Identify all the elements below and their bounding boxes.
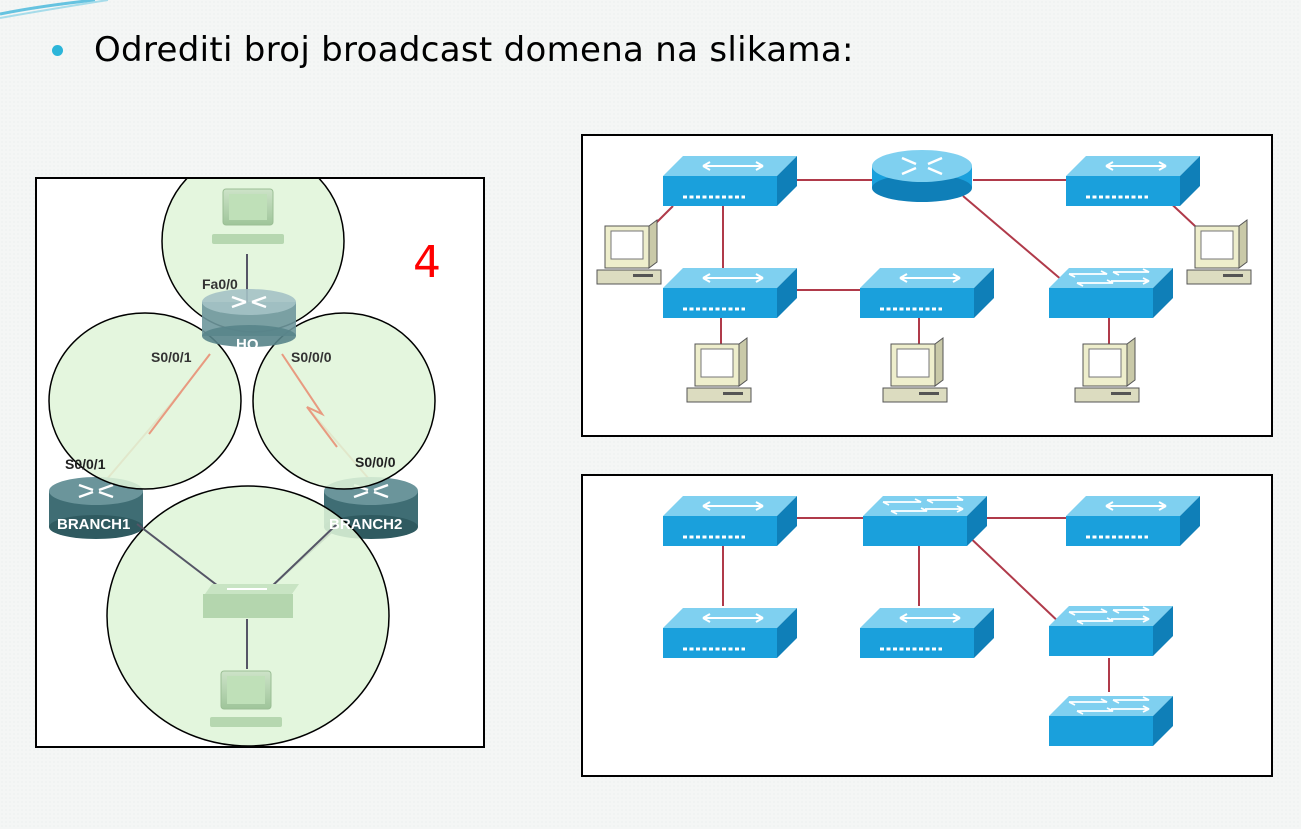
bullet-icon xyxy=(52,44,63,56)
lan-switch-icon xyxy=(203,584,299,618)
fa00-label: Fa0/0 xyxy=(202,276,238,292)
left-network-diagram: Fa0/0 HQ S0/0/1 S0/0/0 S0/0/1 S0/0/0 BRA… xyxy=(35,177,485,748)
switch-icon xyxy=(661,266,799,320)
hq-pc-icon xyxy=(212,188,284,244)
pc-icon xyxy=(596,219,662,285)
multilayer-switch-icon xyxy=(1048,267,1174,319)
right-top-network-diagram xyxy=(581,134,1273,437)
branch2-s000-label: S0/0/0 xyxy=(355,454,396,470)
hq-s001-label: S0/0/1 xyxy=(151,349,192,365)
branch2-label: BRANCH2 xyxy=(329,516,402,533)
pc-icon xyxy=(1186,219,1252,285)
switch-icon xyxy=(661,154,799,208)
branch1-router-icon xyxy=(49,477,143,539)
switch-icon xyxy=(661,494,799,548)
answer-number: 4 xyxy=(413,237,441,288)
router-icon xyxy=(870,148,974,204)
instruction-line: Odrediti broj broadcast domena na slikam… xyxy=(52,30,854,70)
links xyxy=(722,517,1110,692)
hq-label: HQ xyxy=(236,336,259,353)
switch-icon xyxy=(858,606,996,660)
hq-router-icon xyxy=(202,289,296,347)
multilayer-switch-icon xyxy=(1048,695,1174,747)
branch1-label: BRANCH1 xyxy=(57,516,130,533)
branch1-s001-label: S0/0/1 xyxy=(65,456,106,472)
pc-icon xyxy=(1074,337,1140,403)
right-bottom-network-diagram xyxy=(581,474,1273,777)
instruction-text: Odrediti broj broadcast domena na slikam… xyxy=(94,30,854,70)
pc-icon xyxy=(882,337,948,403)
switch-icon xyxy=(661,606,799,660)
switch-icon xyxy=(1064,154,1202,208)
lan-pc-icon xyxy=(210,670,282,727)
multilayer-switch-icon xyxy=(862,495,988,547)
pc-icon xyxy=(686,337,752,403)
hq-s000-label: S0/0/0 xyxy=(291,349,332,365)
switch-icon xyxy=(858,266,996,320)
multilayer-switch-icon xyxy=(1048,605,1174,657)
switch-icon xyxy=(1064,494,1202,548)
corner-swoosh-decoration xyxy=(0,0,109,19)
